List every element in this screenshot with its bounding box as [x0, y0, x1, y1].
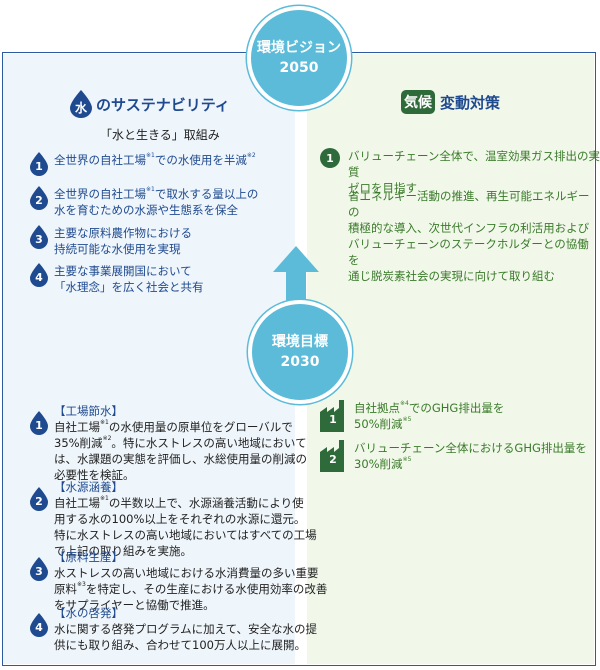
climate-target-item-2: 2 バリューチェーン全体におけるGHG排出量を 30%削減※5: [320, 440, 587, 472]
water-vision-text-1: 全世界の自社工場※1での水使用を半減※2: [54, 152, 256, 167]
water-heading: 水 のサステナビリティ: [70, 90, 230, 118]
target-2030-circle: 環境目標 2030: [248, 300, 352, 404]
water-target-item-3: 3 【原料生産】 水ストレスの高い地域における水消費量の多い重要 原料※3を特定…: [30, 549, 327, 613]
climate-vision-text: バリューチェーン全体で、温室効果ガス排出の実質ゼロを目指す: [348, 149, 600, 195]
water-target-text-1: 【工場節水】 自社工場※1の水使用量の原単位をグローバルで 35%削減※2。特に…: [54, 404, 307, 482]
water-vision-item-4: 4 主要な事業展開国において「水理念」を広く社会と共有: [30, 263, 204, 295]
climate-target-text-1: 自社拠点※4でのGHG排出量を 50%削減※5: [354, 400, 505, 431]
vision-year: 2050: [279, 60, 319, 76]
water-vision-item-3: 3 主要な原料農作物における持続可能な水使用を実現: [30, 225, 192, 257]
drop-number-icon: 4: [30, 613, 48, 637]
climate-vision-item-1: 1 バリューチェーン全体で、温室効果ガス排出の実質ゼロを目指す: [320, 148, 600, 196]
water-drop-icon: 水: [70, 90, 92, 118]
water-vision-item-1: 1 全世界の自社工場※1での水使用を半減※2: [30, 152, 256, 176]
drop-number-icon: 3: [30, 557, 48, 581]
drop-number-icon: 1: [30, 411, 48, 435]
drop-number-icon: 2: [30, 186, 48, 210]
vision-2050-circle: 環境ビジョン 2050: [247, 6, 351, 110]
target-label: 環境目標: [272, 334, 328, 350]
climate-title: 変動対策: [440, 93, 501, 112]
number-circle-icon: 1: [320, 148, 340, 168]
climate-heading: 気候 変動対策: [401, 90, 500, 114]
water-target-item-1: 1 【工場節水】 自社工場※1の水使用量の原単位をグローバルで 35%削減※2。…: [30, 403, 307, 483]
drop-number-icon: 1: [30, 152, 48, 176]
vision-label: 環境ビジョン: [257, 40, 341, 56]
up-arrow-icon: [273, 246, 319, 306]
water-target-text-3: 【原料生産】 水ストレスの高い地域における水消費量の多い重要 原料※3を特定し、…: [54, 550, 328, 612]
climate-target-item-1: 1 自社拠点※4でのGHG排出量を 50%削減※5: [320, 400, 504, 432]
climate-badge: 気候: [401, 90, 435, 114]
water-target-text-4: 【水の啓発】 水に関する啓発プログラムに加えて、安全な水の提 供にも取り組み、合…: [54, 606, 318, 652]
water-vision-text-4: 主要な事業展開国において「水理念」を広く社会と共有: [54, 264, 204, 294]
water-target-text-2: 【水源涵養】 自社工場※1の半数以上で、水源涵養活動により使 用する水の100%…: [54, 480, 317, 558]
drop-number-icon: 3: [30, 225, 48, 249]
water-vision-item-2: 2 全世界の自社工場※1で取水する量以上の水を育むための水源や生態系を保全: [30, 186, 258, 218]
drop-number-icon: 4: [30, 263, 48, 287]
water-panel: [3, 54, 295, 664]
drop-number-icon: 2: [30, 487, 48, 511]
climate-vision-body: 省エネルギー活動の推進、再生可能エネルギーの 積極的な導入、次世代インフラの利活…: [348, 189, 590, 283]
factory-icon: 2: [320, 440, 346, 472]
water-target-item-2: 2 【水源涵養】 自社工場※1の半数以上で、水源涵養活動により使 用する水の10…: [30, 479, 317, 559]
water-vision-text-3: 主要な原料農作物における持続可能な水使用を実現: [54, 226, 192, 256]
climate-target-text-2: バリューチェーン全体におけるGHG排出量を 30%削減※5: [354, 441, 587, 471]
target-year: 2030: [280, 354, 320, 370]
water-subtitle: 「水と生きる」取組み: [100, 128, 220, 142]
climate-panel: [307, 54, 594, 664]
water-target-item-4: 4 【水の啓発】 水に関する啓発プログラムに加えて、安全な水の提 供にも取り組み…: [30, 605, 317, 653]
water-title: のサステナビリティ: [96, 95, 230, 114]
water-icon-char: 水: [74, 101, 87, 115]
factory-icon: 1: [320, 400, 346, 432]
water-vision-text-2: 全世界の自社工場※1で取水する量以上の水を育むための水源や生態系を保全: [54, 186, 259, 217]
